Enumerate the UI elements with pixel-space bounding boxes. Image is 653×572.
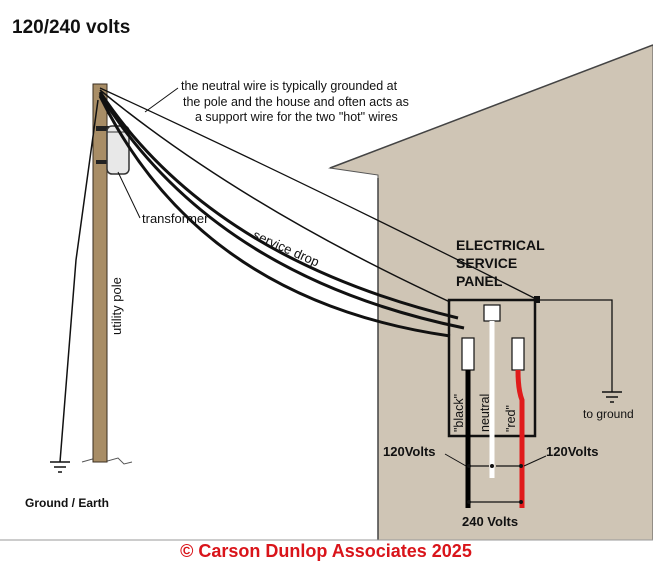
measure-dot-1 — [467, 464, 471, 468]
neutral-note-line-3: a support wire for the two "hot" wires — [195, 110, 398, 124]
volts-left-label: 120Volts — [383, 444, 436, 459]
neutral-note-line-2: the pole and the house and often acts as — [183, 95, 409, 109]
volts-total-label: 240 Volts — [462, 514, 518, 529]
service-drop-wire-3 — [98, 95, 451, 338]
copyright-notice: © Carson Dunlop Associates 2025 — [180, 541, 472, 561]
breaker-red — [511, 337, 525, 371]
measure-left-leader — [444, 453, 467, 467]
transformer-label: transformer — [142, 211, 209, 226]
transformer-pointer — [117, 171, 141, 219]
diagram-title: 120/240 volts — [12, 17, 130, 38]
ground-earth-label: Ground / Earth — [25, 496, 109, 510]
panel-label-line-1: ELECTRICAL — [456, 237, 545, 253]
measure-dot-3 — [519, 464, 523, 468]
neutral-note-line-1: the neutral wire is typically grounded a… — [181, 79, 398, 93]
main-breaker — [483, 304, 501, 322]
neutral-note-pointer — [144, 87, 179, 113]
utility-pole-label: utility pole — [109, 277, 124, 335]
measure-dot-2 — [490, 464, 494, 468]
panel-label-line-2: SERVICE — [456, 255, 517, 271]
measure-dot-4 — [467, 500, 471, 504]
panel-label-line-3: PANEL — [456, 273, 503, 289]
neutral-top-wire — [99, 87, 539, 301]
service-drop-wire-2 — [98, 93, 465, 330]
pole-crossarm — [96, 126, 116, 131]
hot-wire-red — [515, 369, 525, 508]
house-roof-edge — [329, 44, 653, 169]
measure-dot-5 — [519, 500, 523, 504]
breaker-black — [461, 337, 475, 371]
wire-label-red: "red" — [504, 405, 518, 432]
utility-pole — [92, 83, 108, 463]
volts-right-label: 120Volts — [546, 444, 599, 459]
service-drop-wire-1 — [98, 91, 459, 320]
measure-right-leader — [523, 455, 547, 467]
wire-label-neutral: neutral — [478, 394, 492, 432]
panel-ground-lug — [534, 296, 540, 303]
wire-label-black: "black" — [452, 394, 466, 432]
pole-ground-wire — [59, 99, 99, 463]
service-drop-label: service drop — [251, 227, 322, 270]
panel-ground-wire — [535, 299, 613, 392]
to-ground-label: to ground — [583, 407, 634, 421]
neutral-support-wire — [99, 89, 451, 303]
pole-crossarm-lower — [96, 160, 112, 164]
